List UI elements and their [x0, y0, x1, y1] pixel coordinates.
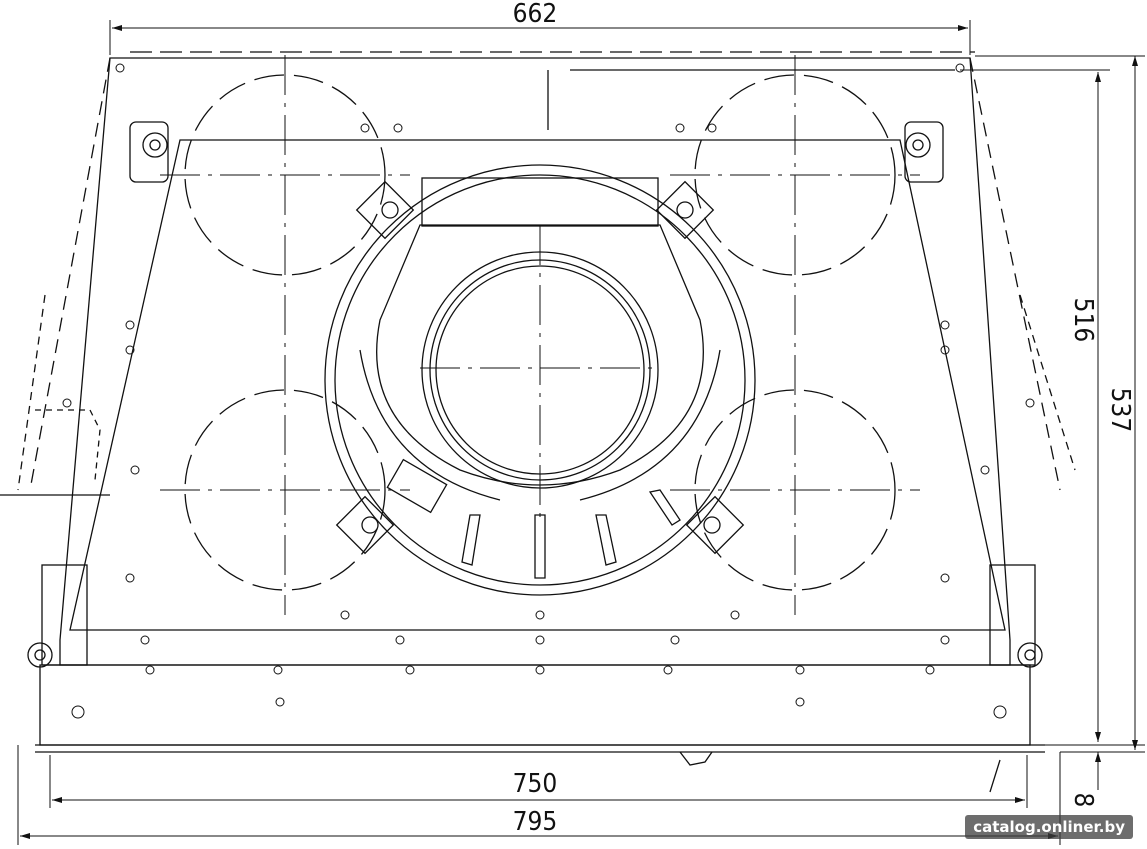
vent-slot — [461, 489, 681, 579]
dimension-lines — [17, 20, 1145, 845]
base-plate — [35, 564, 1045, 793]
dimension-inner-width: 750 — [513, 769, 558, 799]
center-lines — [160, 55, 920, 615]
watermark: catalog.onliner.by — [965, 815, 1133, 839]
central-furnace — [324, 164, 756, 596]
dimension-total-width: 795 — [513, 807, 558, 837]
burner-circle — [184, 74, 896, 591]
dimension-inner-height: 516 — [1068, 298, 1098, 343]
dimension-total-height: 537 — [1105, 388, 1135, 433]
mount-bracket — [27, 69, 1043, 668]
dimension-top-width: 662 — [513, 0, 558, 29]
bolt — [62, 63, 1035, 719]
dimension-bottom-offset: 8 — [1068, 793, 1098, 808]
